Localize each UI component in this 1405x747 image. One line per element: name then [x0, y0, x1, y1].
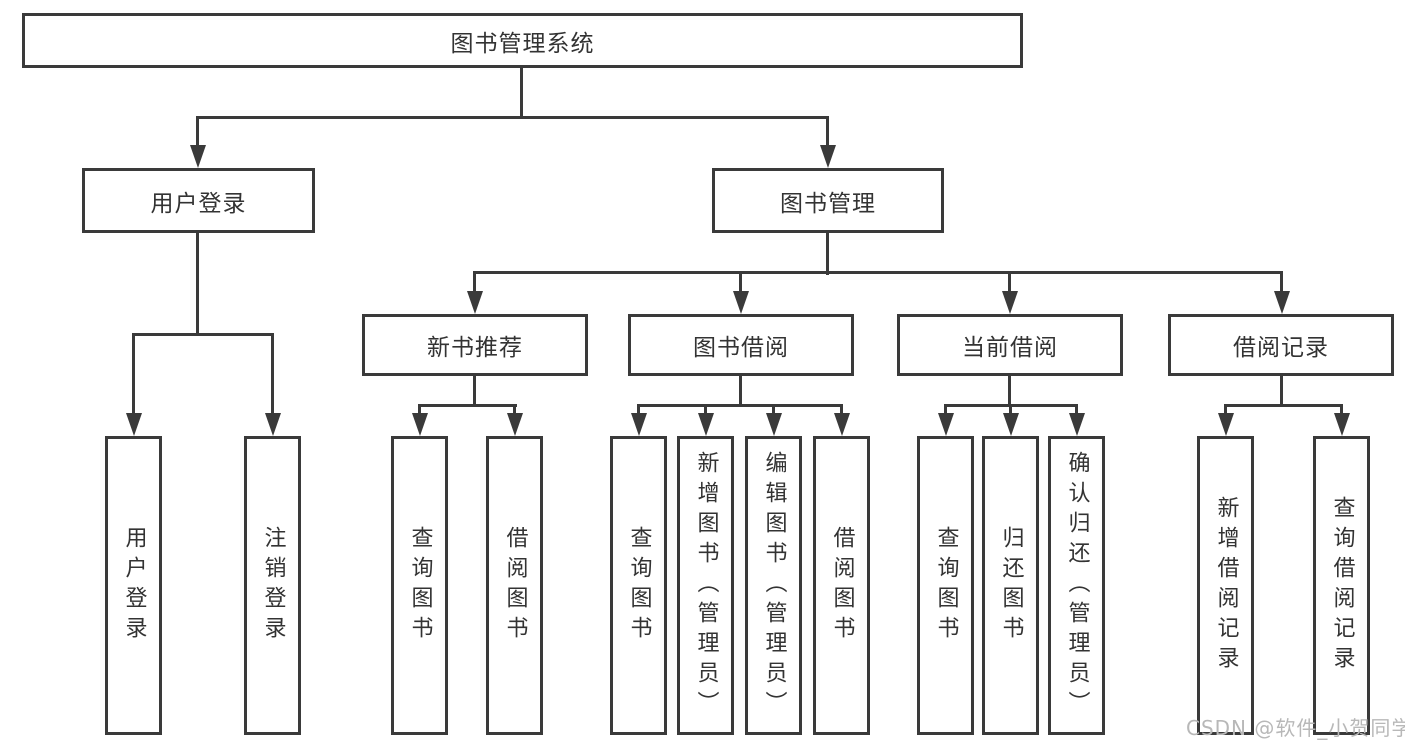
- arrow-down-icon: [766, 413, 782, 436]
- connector-line: [944, 404, 947, 418]
- connector-line: [196, 116, 829, 119]
- leaf-edit-book-admin: 编辑图书（管理员）: [745, 436, 802, 735]
- csdn-watermark: CSDN @软件_小贺同学: [1186, 716, 1405, 740]
- connector-line: [772, 404, 775, 418]
- node-book-management-label: 图书管理: [780, 190, 876, 217]
- arrow-down-icon: [126, 413, 142, 436]
- node-borrow-record-label: 借阅记录: [1233, 335, 1329, 361]
- arrow-down-icon: [834, 413, 850, 436]
- connector-line: [1224, 404, 1343, 407]
- connector-line: [1009, 404, 1012, 418]
- leaf-user-login-label: 用户登录: [121, 525, 147, 646]
- connector-line: [1008, 376, 1011, 407]
- arrow-down-icon: [467, 291, 483, 314]
- connector-line: [1075, 404, 1078, 418]
- node-book-borrow-label: 图书借阅: [693, 335, 789, 361]
- connector-line: [637, 404, 843, 407]
- leaf-query-borrow-record: 查询借阅记录: [1313, 436, 1370, 735]
- leaf-add-borrow-record-label: 新增借阅记录: [1213, 495, 1239, 676]
- leaf-add-borrow-record: 新增借阅记录: [1197, 436, 1254, 735]
- connector-line: [1008, 271, 1011, 298]
- node-user-login-label: 用户登录: [150, 190, 247, 217]
- arrow-down-icon: [265, 413, 281, 436]
- node-root-label: 图书管理系统: [450, 30, 595, 57]
- connector-line: [418, 404, 517, 407]
- connector-line: [473, 271, 476, 298]
- arrow-down-icon: [698, 413, 714, 436]
- arrow-down-icon: [820, 145, 836, 168]
- leaf-user-login: 用户登录: [105, 436, 162, 735]
- arrow-down-icon: [412, 413, 428, 436]
- leaf-recommend-borrow-book: 借阅图书: [486, 436, 543, 735]
- leaf-logout: 注销登录: [244, 436, 301, 735]
- arrow-down-icon: [190, 145, 206, 168]
- connector-line: [826, 116, 829, 150]
- connector-line: [473, 376, 476, 407]
- node-user-login: 用户登录: [82, 168, 315, 233]
- arrow-down-icon: [1274, 291, 1290, 314]
- leaf-current-query-book: 查询图书: [917, 436, 974, 735]
- node-book-borrow: 图书借阅: [628, 314, 854, 376]
- arrow-down-icon: [733, 291, 749, 314]
- leaf-borrow-book: 借阅图书: [813, 436, 870, 735]
- leaf-logout-label: 注销登录: [260, 525, 286, 646]
- leaf-query-borrow-record-label: 查询借阅记录: [1329, 495, 1355, 676]
- leaf-current-query-book-label: 查询图书: [933, 525, 959, 646]
- connector-line: [132, 333, 135, 418]
- node-borrow-record: 借阅记录: [1168, 314, 1394, 376]
- leaf-borrow-book-label: 借阅图书: [829, 525, 855, 646]
- leaf-edit-book-admin-label: 编辑图书（管理员）: [761, 450, 787, 721]
- arrow-down-icon: [1003, 413, 1019, 436]
- leaf-recommend-borrow-book-label: 借阅图书: [502, 525, 528, 646]
- leaf-borrow-query-book-label: 查询图书: [626, 525, 652, 646]
- leaf-borrow-query-book: 查询图书: [610, 436, 667, 735]
- connector-line: [132, 333, 274, 336]
- leaf-recommend-query-book-label: 查询图书: [407, 525, 433, 646]
- leaf-confirm-return-admin: 确认归还（管理员）: [1048, 436, 1105, 735]
- connector-line: [520, 68, 523, 118]
- arrow-down-icon: [507, 413, 523, 436]
- connector-line: [1224, 404, 1227, 418]
- leaf-return-book-label: 归还图书: [998, 525, 1024, 646]
- arrow-down-icon: [1218, 413, 1234, 436]
- connector-line: [840, 404, 843, 418]
- connector-line: [826, 233, 829, 275]
- arrow-down-icon: [631, 413, 647, 436]
- node-current-borrow-label: 当前借阅: [962, 335, 1058, 361]
- node-root: 图书管理系统: [22, 13, 1023, 68]
- connector-line: [704, 404, 707, 418]
- node-book-management: 图书管理: [712, 168, 944, 233]
- arrow-down-icon: [938, 413, 954, 436]
- arrow-down-icon: [1069, 413, 1085, 436]
- connector-line: [637, 404, 640, 418]
- connector-line: [196, 233, 199, 336]
- connector-line: [473, 271, 1283, 274]
- connector-line: [1340, 404, 1343, 418]
- leaf-add-book-admin: 新增图书（管理员）: [677, 436, 734, 735]
- connector-line: [1280, 271, 1283, 298]
- node-new-book-recommend: 新书推荐: [362, 314, 588, 376]
- arrow-down-icon: [1334, 413, 1350, 436]
- leaf-return-book: 归还图书: [982, 436, 1039, 735]
- node-current-borrow: 当前借阅: [897, 314, 1123, 376]
- leaf-add-book-admin-label: 新增图书（管理员）: [693, 450, 719, 721]
- connector-line: [1280, 376, 1283, 407]
- connector-line: [513, 404, 516, 418]
- leaf-recommend-query-book: 查询图书: [391, 436, 448, 735]
- connector-line: [739, 376, 742, 407]
- connector-line: [196, 116, 199, 150]
- connector-line: [271, 333, 274, 418]
- node-new-book-recommend-label: 新书推荐: [427, 335, 523, 361]
- connector-line: [418, 404, 421, 418]
- connector-line: [739, 271, 742, 298]
- arrow-down-icon: [1002, 291, 1018, 314]
- leaf-confirm-return-admin-label: 确认归还（管理员）: [1064, 450, 1090, 721]
